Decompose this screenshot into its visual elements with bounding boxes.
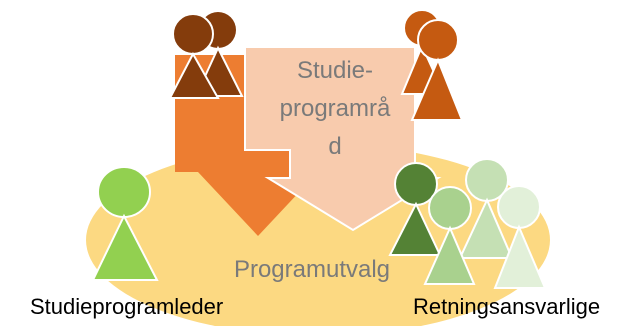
council-label-line-3: d	[328, 133, 342, 160]
brown-person-head-front	[172, 13, 214, 55]
green-person-head-2	[428, 186, 472, 230]
green-person-body-1	[388, 201, 442, 256]
study-program-council-label: Studie- programrå d	[255, 52, 415, 166]
orange-person-body-front	[410, 57, 464, 121]
specialization-leads-figures	[388, 158, 547, 289]
green-person-body-2	[423, 225, 476, 285]
council-label-line-2: programrå	[279, 95, 391, 122]
study-program-leader-label: Studieprogramleder	[30, 294, 224, 319]
program-committee-label: Programutvalg	[233, 256, 391, 283]
orange-person-group	[400, 9, 464, 121]
green-person-body-4	[493, 224, 547, 289]
brown-person-group	[168, 12, 244, 99]
green-person-body	[91, 213, 159, 281]
green-person-head	[97, 166, 151, 218]
orange-person-head-front	[417, 19, 459, 61]
green-person-body-3	[458, 197, 514, 259]
green-person-head-4	[497, 185, 541, 229]
study-program-leader-figure	[91, 166, 159, 281]
specialization-leads-label: Retningsansvarlige	[413, 294, 601, 319]
council-label-line-1: Studie-	[296, 57, 374, 84]
brown-person-body-front	[168, 51, 220, 99]
